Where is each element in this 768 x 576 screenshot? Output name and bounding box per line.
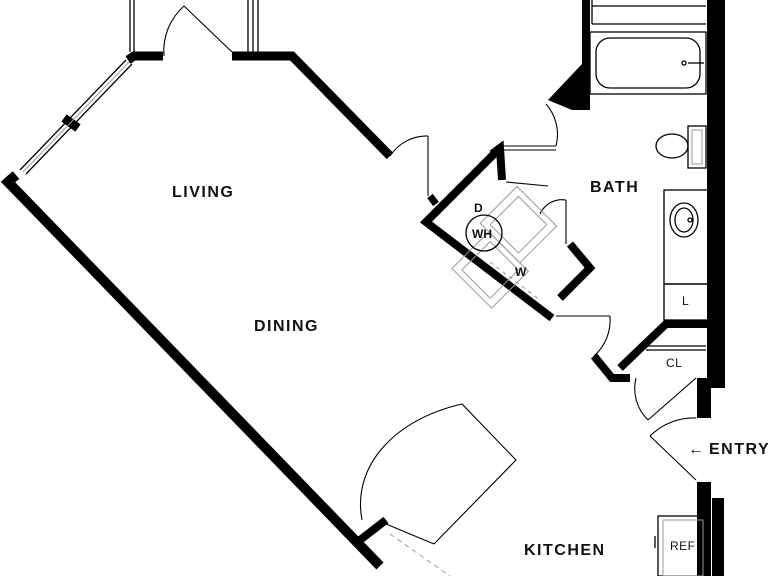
- sink-inner-icon: [674, 207, 694, 233]
- label-dryer: D: [474, 201, 483, 215]
- entry-door-leaf: [649, 435, 697, 481]
- laundry-wall-outer: [419, 145, 555, 322]
- dryer-box-inner: [489, 195, 548, 254]
- closet-door-swing: [634, 377, 649, 421]
- label-refrigerator: REF: [670, 539, 696, 553]
- bathtub-outer: [589, 31, 707, 95]
- bath-fixtures: [589, 31, 709, 351]
- sink-outer-icon: [669, 202, 699, 238]
- bath-wall-corner: [548, 64, 590, 110]
- tub-drain-icon: [681, 60, 687, 66]
- room-label-living: LIVING: [172, 184, 234, 201]
- exterior-wall-right-lower: [712, 498, 724, 576]
- laundry-wall-top: [489, 140, 506, 181]
- label-entry: ENTRY: [709, 441, 768, 458]
- entry-arrow-icon: ←: [688, 441, 706, 458]
- linen-closet: [663, 283, 709, 321]
- laundry-door-swing: [539, 199, 567, 215]
- exterior-wall-left: [0, 171, 384, 570]
- patio-door-swing: [163, 5, 185, 57]
- room-label-kitchen: KITCHEN: [524, 542, 606, 559]
- refrigerator: [654, 515, 709, 576]
- kitchen-counter-edge: [385, 523, 435, 545]
- patio-door-leaf: [183, 5, 233, 53]
- entry-door-swing: [649, 417, 697, 437]
- laundry-door-leaf-a: [505, 181, 549, 187]
- bathtub-inner: [595, 37, 701, 89]
- label-linen: L: [682, 294, 689, 308]
- laundry-wall-right: [557, 241, 596, 301]
- washer-box: [451, 231, 530, 309]
- window-left-outer: [19, 59, 127, 171]
- wall-top-right: [232, 51, 394, 160]
- closet-wall-bottom-left: [590, 353, 630, 382]
- window-left-inner: [25, 63, 133, 175]
- refrigerator-outer: [657, 515, 709, 576]
- toilet-tank: [687, 125, 707, 169]
- washer-box-inner: [461, 240, 520, 299]
- kitchen-wall-stub: [357, 516, 389, 544]
- doors: [163, 5, 697, 576]
- closet-hall-door-swing: [593, 315, 611, 357]
- refrigerator-inner: [662, 519, 704, 576]
- toilet-tank-lid: [691, 129, 703, 165]
- laundry-wall-stub: [427, 193, 439, 207]
- toilet-bowl-icon: [655, 133, 689, 159]
- label-closet: CL: [666, 356, 682, 370]
- laundry-dash: [489, 261, 541, 301]
- wall-pier-entry-bottom: [697, 482, 711, 576]
- wall-pier-entry-top: [697, 378, 711, 418]
- bath-door-swing: [545, 103, 559, 147]
- closet-door-leaf: [647, 377, 697, 421]
- water-heater-icon: [465, 214, 503, 252]
- label-water-heater: WH: [472, 227, 492, 241]
- windows: [19, 0, 706, 175]
- laundry-fixtures: [451, 185, 558, 309]
- wall-pier-left: [61, 114, 81, 132]
- closet-wall-top: [617, 320, 712, 371]
- hall-door-swing: [389, 135, 429, 157]
- kitchen-peninsula: [360, 403, 517, 545]
- wall-top-left: [125, 51, 163, 64]
- label-washer: W: [515, 265, 527, 279]
- window-left-sill: [22, 61, 130, 173]
- kitchen-overhead-line: [389, 533, 451, 576]
- sink-drain-icon: [687, 217, 693, 223]
- dryer-box: [479, 185, 558, 264]
- walls: [0, 0, 725, 576]
- room-label-dining: DINING: [254, 318, 319, 335]
- room-label-bath: BATH: [590, 179, 639, 196]
- exterior-wall-right: [707, 0, 725, 388]
